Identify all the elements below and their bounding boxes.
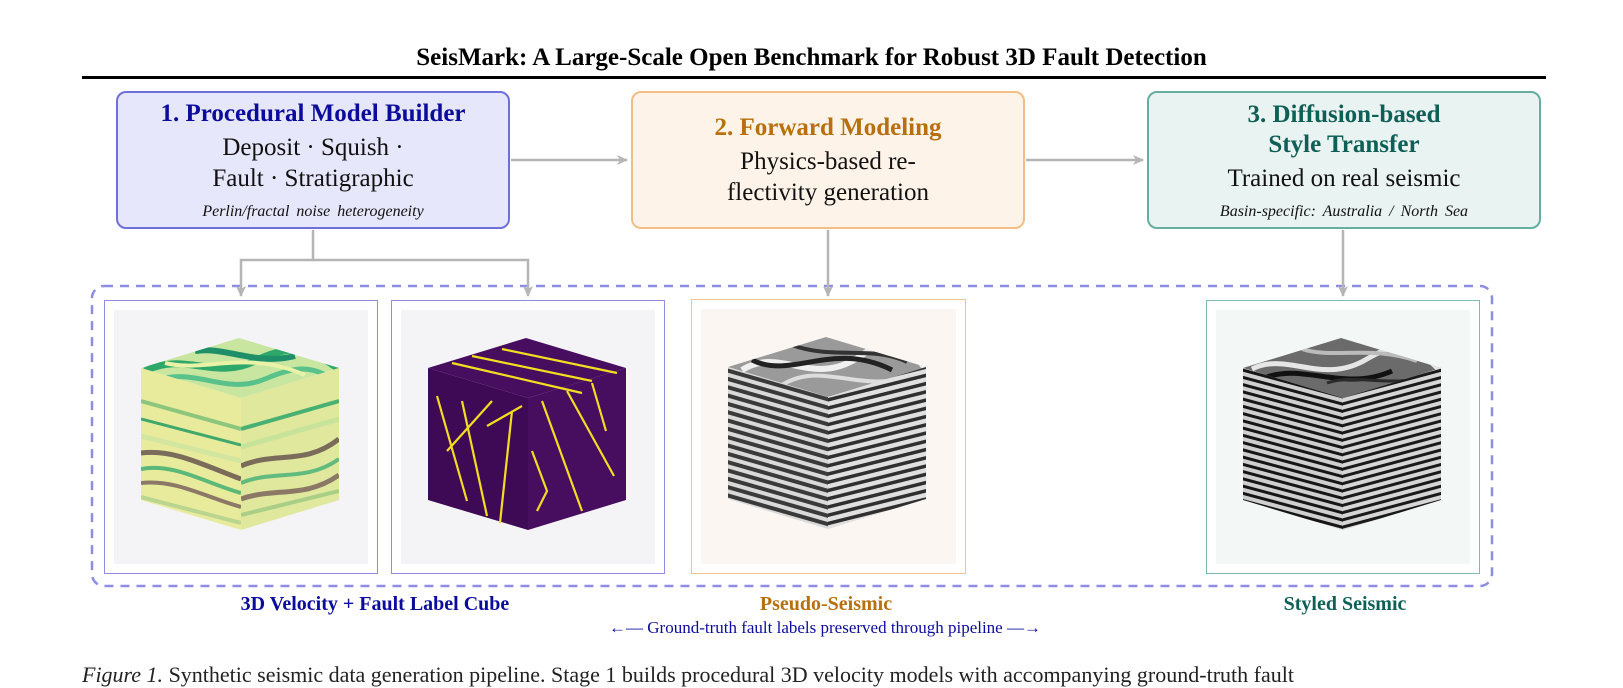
- styled-seismic-cube-icon: [1243, 338, 1441, 530]
- stage1-title: 1. Procedural Model Builder: [160, 100, 466, 127]
- stage3-title: 3. Diffusion-based Style Transfer: [1149, 100, 1539, 160]
- stage2-body-line2: flectivity generation: [726, 178, 929, 206]
- pseudo-seismic-cube-icon: [728, 337, 926, 529]
- page-title: SeisMark: A Large-Scale Open Benchmark f…: [416, 44, 1207, 71]
- stage1-body: Deposit · Squish · Fault · Stratigraphic: [118, 132, 508, 194]
- velocity-cube-icon: [141, 338, 339, 530]
- stage-forward-modeling: 2. Forward Modeling Physics-based re- fl…: [631, 91, 1025, 229]
- caption-pseudo-seismic: Pseudo-Seismic: [759, 593, 893, 615]
- stage3-title-line2: Style Transfer: [1268, 130, 1420, 158]
- pseudo-seismic-cube-panel: [691, 299, 966, 574]
- stage2-body-line1: Physics-based re-: [740, 147, 916, 175]
- figure-label: Figure 1.: [82, 662, 164, 687]
- velocity-cube-panel: [104, 300, 378, 574]
- stage-procedural-model-builder: 1. Procedural Model Builder Deposit · Sq…: [116, 91, 510, 229]
- fault-label-cube-panel: [391, 300, 665, 574]
- stage3-title-line1: 3. Diffusion-based: [1247, 100, 1441, 128]
- title-rule: [82, 76, 1546, 79]
- arrow-stage1-to-velocity: [236, 230, 315, 297]
- stage3-body: Trained on real seismic: [1227, 164, 1461, 192]
- ground-truth-note: ←— Ground-truth fault labels preserved t…: [609, 618, 1041, 637]
- stage2-body: Physics-based re- flectivity generation: [633, 146, 1023, 208]
- dashed-group-box: [90, 284, 1494, 588]
- fault-label-cube-icon: [428, 338, 626, 530]
- caption-velocity-fault-cube: 3D Velocity + Fault Label Cube: [240, 593, 510, 615]
- stage1-body-line1: Deposit · Squish ·: [222, 134, 404, 161]
- stage2-title: 2. Forward Modeling: [714, 113, 942, 141]
- stage-diffusion-style-transfer: 3. Diffusion-based Style Transfer Traine…: [1147, 91, 1541, 229]
- stage1-body-line2: Fault · Stratigraphic: [212, 165, 414, 192]
- stage3-note: Basin-specific: Australia / North Sea: [1219, 202, 1469, 220]
- caption-styled-seismic: Styled Seismic: [1283, 593, 1407, 615]
- figure-caption-text: Synthetic seismic data generation pipeli…: [168, 662, 1294, 687]
- styled-seismic-cube-panel: [1206, 300, 1480, 574]
- figure-caption: Figure 1. Synthetic seismic data generat…: [82, 662, 1546, 688]
- connector-layer: [90, 155, 1494, 588]
- stage1-note: Perlin/fractal noise heterogeneity: [202, 203, 424, 220]
- arrow-stage1-to-fault: [313, 258, 533, 297]
